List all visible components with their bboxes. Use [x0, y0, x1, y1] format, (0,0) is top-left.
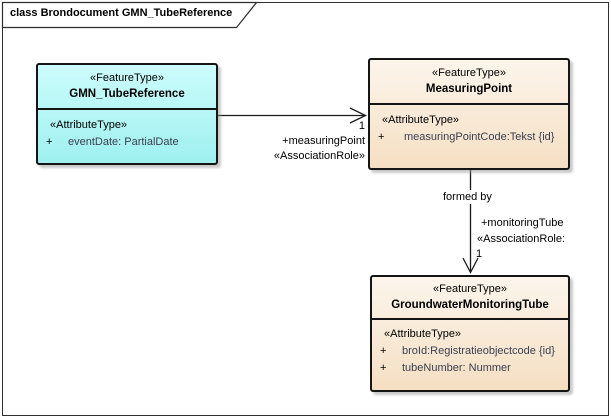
attribute-row: + tubeNumber: Nummer [372, 360, 568, 377]
assoc1-role-stereotype: «AssociationRole» [273, 150, 365, 162]
open-arrowhead-icon [349, 107, 367, 124]
attribute-text: eventDate: PartialDate [68, 136, 179, 148]
class-groundwatermonitoringtube[interactable]: «FeatureType» GroundwaterMonitoringTube … [370, 275, 570, 392]
class-header: «FeatureType» MeasuringPoint [370, 60, 568, 105]
open-arrowhead-icon [462, 257, 479, 274]
frame-tab [1, 1, 258, 29]
attribute-compartment: «AttributeType» + broId:Registratieobjec… [372, 327, 568, 377]
class-name: MeasuringPoint [425, 83, 513, 95]
attribute-text: tubeNumber: Nummer [402, 362, 511, 374]
diagram-title: class Brondocument GMN_TubeReference [10, 7, 233, 19]
attribute-compartment: «AttributeType» + measuringPointCode:Tek… [370, 113, 568, 146]
visibility-plus: + [380, 345, 387, 357]
assoc2-multiplicity: 1 [476, 248, 483, 260]
association-gmn-to-measuringpoint[interactable] [218, 107, 367, 124]
attribute-text: broId:Registratieobjectcode {id} [402, 345, 555, 357]
attribute-row: + broId:Registratieobjectcode {id} [372, 343, 568, 360]
visibility-plus: + [378, 131, 385, 143]
association-measuringpoint-to-tube[interactable] [462, 170, 479, 274]
assoc2-name: formed by [440, 190, 495, 204]
assoc1-role: +measuringPoint [282, 135, 365, 147]
visibility-plus: + [46, 136, 53, 148]
class-stereotype: «FeatureType» [433, 283, 507, 295]
attribute-row: + measuringPointCode:Tekst {id} [370, 129, 568, 146]
class-name: GroundwaterMonitoringTube [391, 299, 549, 311]
attribute-stereotype: «AttributeType» [50, 119, 128, 131]
assoc2-role-stereotype: «AssociationRole: [477, 233, 566, 245]
class-gmn-tubereference[interactable]: «FeatureType» GMN_TubeReference «Attribu… [36, 63, 218, 165]
class-measuringpoint[interactable]: «FeatureType» MeasuringPoint «AttributeT… [368, 58, 570, 170]
class-name: GMN_TubeReference [69, 88, 185, 100]
assoc2-role: +monitoringTube [481, 217, 564, 229]
attribute-stereotype: «AttributeType» [382, 114, 460, 126]
visibility-plus: + [380, 362, 387, 374]
attribute-compartment: «AttributeType» + eventDate: PartialDate [38, 118, 216, 151]
class-header: «FeatureType» GMN_TubeReference [38, 65, 216, 110]
class-stereotype: «FeatureType» [432, 67, 506, 79]
attribute-text: measuringPointCode:Tekst {id} [404, 131, 555, 143]
assoc1-multiplicity: 1 [358, 120, 365, 132]
attribute-stereotype: «AttributeType» [384, 328, 462, 340]
class-stereotype: «FeatureType» [90, 72, 164, 84]
class-header: «FeatureType» GroundwaterMonitoringTube [372, 277, 568, 320]
attribute-row: + eventDate: PartialDate [38, 134, 216, 151]
